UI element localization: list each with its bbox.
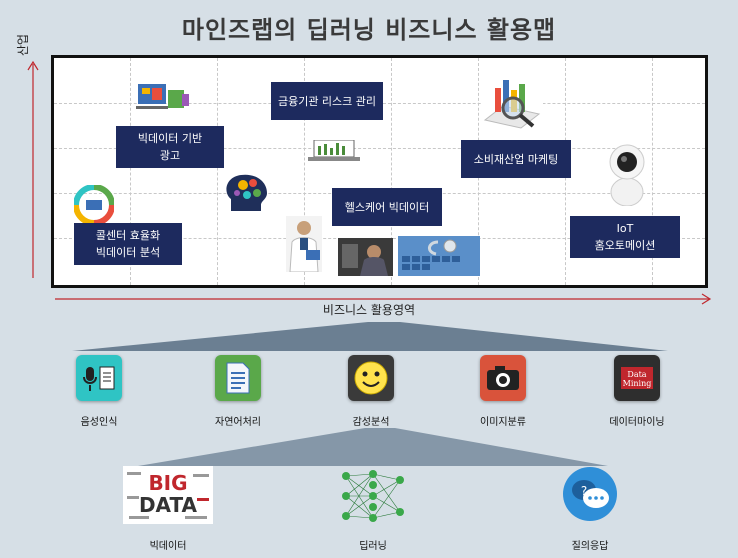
svg-text:DATA: DATA — [139, 493, 198, 517]
level1-label-sentiment: 감성분석 — [352, 417, 390, 428]
camera-icon — [480, 355, 526, 401]
laptop-chart-image — [308, 139, 360, 162]
svg-text:Mining: Mining — [623, 379, 652, 388]
document-icon — [215, 355, 261, 401]
neural-network-icon — [338, 466, 408, 528]
level2-label-qa: 질의응답 — [571, 541, 609, 552]
x-axis-label: 비즈니스 활용영역 — [322, 303, 416, 317]
level2-label-deeplearning: 딥러닝 — [359, 541, 387, 552]
recycle-cycle-image — [73, 184, 115, 226]
magnifier-chart-image — [481, 70, 543, 132]
level1-label-datamining: 데이터마이닝 — [609, 417, 665, 428]
y-axis-label: 산업 — [16, 33, 30, 56]
smiley-icon — [348, 355, 394, 401]
patient-image — [338, 238, 393, 276]
map-item-iot: IoT 홈오토메이션 — [570, 216, 680, 258]
robot-image — [602, 142, 652, 207]
svg-text:?: ? — [581, 484, 587, 498]
data-mining-icon: Data Mining — [614, 355, 660, 401]
devices-image — [136, 80, 191, 112]
svg-text:BIG: BIG — [148, 471, 187, 495]
level2-funnel — [138, 428, 608, 466]
svg-text:Data: Data — [627, 370, 646, 379]
speech-recognition-icon — [76, 355, 122, 401]
big-data-wordcloud-icon: BIG DATA — [123, 466, 213, 524]
page-title: 마인즈랩의 딥러닝 비즈니스 활용맵 — [181, 15, 557, 44]
level2-label-bigdata: 빅데이터 — [149, 541, 187, 552]
map-item-finance-risk: 금융기관 리스크 관리 — [271, 82, 383, 120]
stethoscope-keyboard-image — [398, 236, 480, 276]
level1-label-speech: 음성인식 — [80, 417, 118, 428]
map-item-healthcare: 헬스케어 빅데이터 — [332, 188, 442, 226]
level1-funnel — [72, 322, 668, 351]
level1-label-image: 이미지분류 — [480, 417, 526, 428]
map-item-bigdata-ad: 빅데이터 기반 광고 — [116, 126, 224, 168]
brain-head-image — [221, 171, 273, 213]
doctor-image — [286, 216, 322, 273]
level1-label-nlp: 자연어처리 — [215, 417, 261, 428]
chat-bubble-icon: ? — [562, 466, 618, 522]
map-item-callcenter: 콜센터 효율화 빅데이터 분석 — [74, 223, 182, 265]
map-item-consumer-marketing: 소비재산업 마케팅 — [461, 140, 571, 178]
business-map: 빅데이터 기반 광고 금융기관 리스크 관리 소비재산업 마케팅 헬스케어 빅데… — [51, 55, 708, 288]
